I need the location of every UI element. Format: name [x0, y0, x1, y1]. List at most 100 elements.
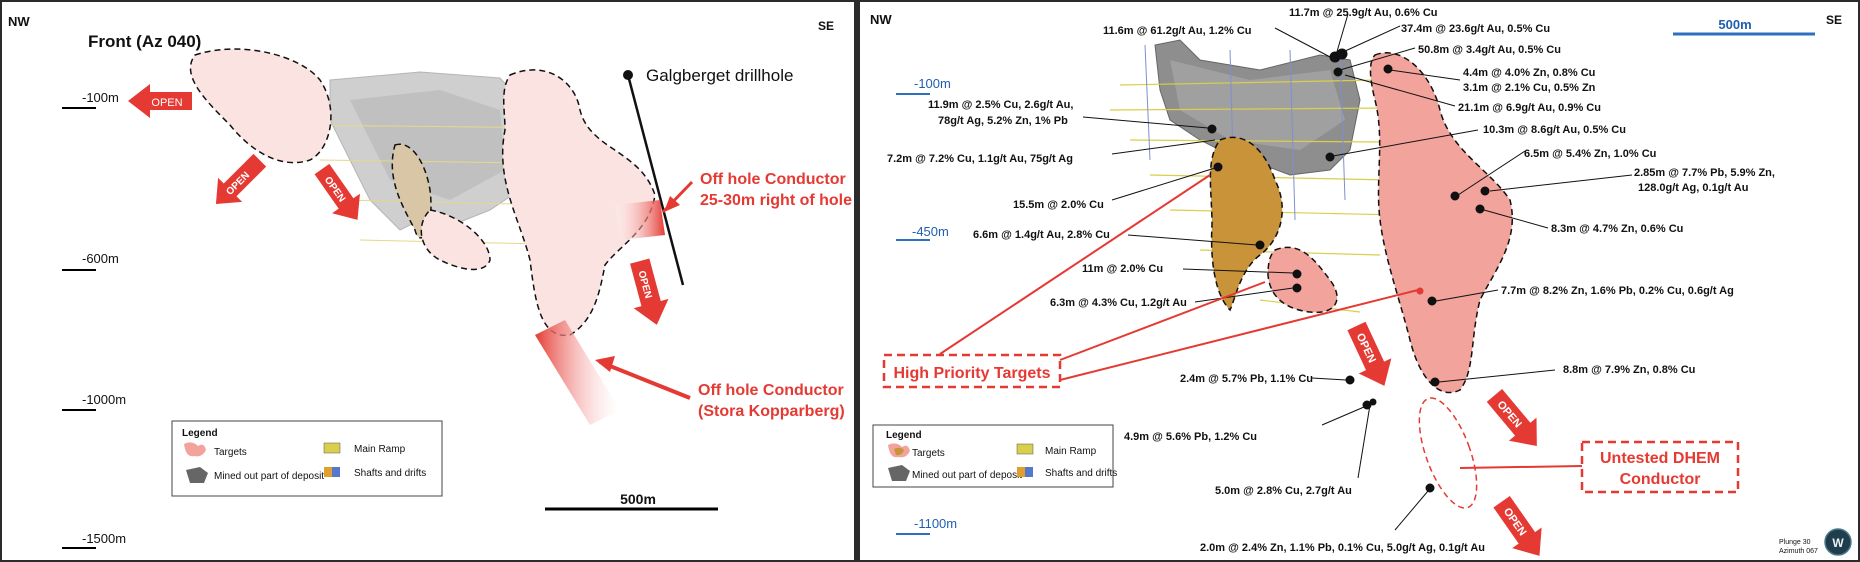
intercept-dot — [1369, 398, 1377, 406]
intercept-labels: 11.7m @ 25.9g/t Au, 0.6% Cu 11.6m @ 61.2… — [887, 7, 1775, 554]
drillhole-label: Galgberget drillhole — [646, 66, 793, 85]
untested-target-outline — [1418, 397, 1478, 509]
legend-shaft-swatch — [324, 467, 332, 477]
depth-scale: -100m -450m -1100m — [896, 76, 957, 535]
logo-text: W — [1832, 536, 1844, 550]
depth-label: -600m — [82, 251, 119, 266]
depth-label: -450m — [912, 224, 949, 239]
legend-title: Legend — [182, 428, 218, 439]
legend-item-label: Mined out part of deposit — [912, 470, 1022, 481]
intercept-dot — [1213, 162, 1223, 172]
mined-deposit — [299, 71, 601, 245]
nw-label: NW — [8, 14, 30, 29]
untested-dhem-callout: Untested DHEM Conductor — [1459, 440, 1740, 494]
azimuth-label: Azimuth 067 — [1779, 548, 1818, 555]
section-title: Front (Az 040) — [88, 32, 201, 51]
intercept-label: 11m @ 2.0% Cu — [1082, 263, 1163, 275]
depth-label: -1000m — [82, 392, 126, 407]
intercept-dot — [1430, 377, 1440, 387]
intercept-label: 7.2m @ 7.2% Cu, 1.1g/t Au, 75g/t Ag — [887, 153, 1073, 165]
intercept-label: 15.5m @ 2.0% Cu — [1013, 199, 1104, 211]
conductor-label: Off hole Conductor — [700, 171, 846, 188]
depth-label: -100m — [914, 76, 951, 91]
intercept-label: 11.6m @ 61.2g/t Au, 1.2% Cu — [1103, 25, 1251, 37]
intercept-label: 4.9m @ 5.6% Pb, 1.2% Cu — [1124, 431, 1257, 443]
legend-shaft-swatch — [1017, 467, 1025, 477]
target-area — [391, 143, 432, 239]
drillhole-trace — [626, 74, 685, 286]
intercept-label: 6.3m @ 4.3% Cu, 1.2g/t Au — [1050, 297, 1187, 309]
arrow-head — [664, 196, 680, 212]
intercept-dot — [1292, 269, 1302, 279]
drillhole-collar — [623, 70, 633, 80]
svg-text:OPEN: OPEN — [151, 97, 182, 109]
conductor-label: 25-30m right of hole — [700, 192, 852, 209]
conductor-label: (Stora Kopparberg) — [698, 403, 845, 420]
right-panel: NW SE 500m -100m -450m -1100m — [860, 2, 1858, 560]
intercept-dot — [1427, 296, 1437, 306]
conductor-plate — [615, 200, 665, 240]
intercept-label: 21.1m @ 6.9g/t Au, 0.9% Cu — [1458, 102, 1601, 114]
target-area — [1369, 52, 1514, 394]
intercept-label: 2.4m @ 5.7% Pb, 1.1% Cu — [1180, 373, 1313, 385]
intercept-dot — [1450, 191, 1460, 201]
intercept-dot — [1325, 152, 1335, 162]
legend-item-label: Shafts and drifts — [1045, 468, 1117, 479]
intercept-label: 6.6m @ 1.4g/t Au, 2.8% Cu — [973, 229, 1110, 241]
legend-ramp-swatch — [323, 442, 341, 454]
legend-mined-swatch — [186, 467, 208, 483]
intercept-label: 6.5m @ 5.4% Zn, 1.0% Cu — [1524, 148, 1656, 160]
scale-label: 500m — [1718, 17, 1751, 32]
intercept-label: 7.7m @ 8.2% Zn, 1.6% Pb, 0.2% Cu, 0.6g/t… — [1501, 285, 1734, 297]
legend-mined-swatch — [888, 465, 910, 481]
high-priority-label: High Priority Targets — [893, 365, 1050, 382]
untested-label: Untested DHEM — [1600, 450, 1720, 467]
legend: Legend Targets Mined out part of deposit… — [171, 420, 443, 497]
se-label: SE — [1826, 13, 1842, 27]
target-area — [420, 209, 491, 271]
legend-ramp-swatch — [1016, 443, 1034, 455]
legend-item-label: Main Ramp — [1045, 446, 1097, 457]
intercept-markers — [1082, 13, 1633, 531]
company-logo-icon — [1824, 528, 1852, 556]
legend: Legend Targets Mined out part of deposit… — [872, 424, 1117, 488]
intercept-dot — [1255, 240, 1265, 250]
intercept-dot — [1362, 400, 1372, 410]
intercept-label: 4.4m @ 4.0% Zn, 0.8% Cu — [1463, 67, 1595, 79]
intercept-label: 8.8m @ 7.9% Zn, 0.8% Cu — [1563, 364, 1695, 376]
se-label: SE — [818, 19, 834, 33]
intercept-label: 78g/t Ag, 5.2% Zn, 1% Pb — [938, 115, 1068, 127]
intercept-label: 2.85m @ 7.7% Pb, 5.9% Zn, — [1634, 167, 1775, 179]
intercept-dot — [1333, 67, 1343, 77]
legend-item-label: Targets — [912, 448, 945, 459]
open-arrow: OPEN — [630, 258, 669, 325]
intercept-label: 8.3m @ 4.7% Zn, 0.6% Cu — [1551, 223, 1683, 235]
intercept-dot — [1292, 283, 1302, 293]
conductor-plate — [535, 320, 620, 425]
intercept-label: 5.0m @ 2.8% Cu, 2.7g/t Au — [1215, 485, 1352, 497]
nw-label: NW — [870, 12, 892, 27]
legend-item-label: Mined out part of deposit — [214, 471, 324, 482]
legend-shaft-swatch — [332, 467, 340, 477]
untested-box — [1580, 440, 1740, 494]
intercept-dot — [1425, 483, 1435, 493]
depth-label: -1500m — [82, 531, 126, 546]
legend-target-swatch — [894, 447, 904, 456]
legend-box — [171, 420, 443, 497]
depth-scale: -100m -600m -1000m -1500m — [62, 90, 126, 549]
open-arrow: OPEN — [128, 84, 192, 118]
intercept-label: 3.1m @ 2.1% Cu, 0.5% Zn — [1463, 82, 1596, 94]
intercept-label: 10.3m @ 8.6g/t Au, 0.5% Cu — [1483, 124, 1626, 136]
conductor-label: Off hole Conductor — [698, 382, 844, 399]
target-area — [501, 69, 656, 337]
intercept-dot — [1475, 204, 1485, 214]
intercept-label: 128.0g/t Ag, 0.1g/t Au — [1638, 182, 1748, 194]
intercept-dot — [1383, 64, 1393, 74]
intercept-label: 50.8m @ 3.4g/t Au, 0.5% Cu — [1418, 44, 1561, 56]
arrow-head — [595, 356, 615, 372]
legend-target-swatch — [184, 442, 206, 457]
high-priority-box — [882, 353, 1062, 389]
legend-item-label: Main Ramp — [354, 444, 406, 455]
intercept-label: 37.4m @ 23.6g/t Au, 0.5% Cu — [1401, 23, 1550, 35]
legend-box — [872, 424, 1114, 488]
